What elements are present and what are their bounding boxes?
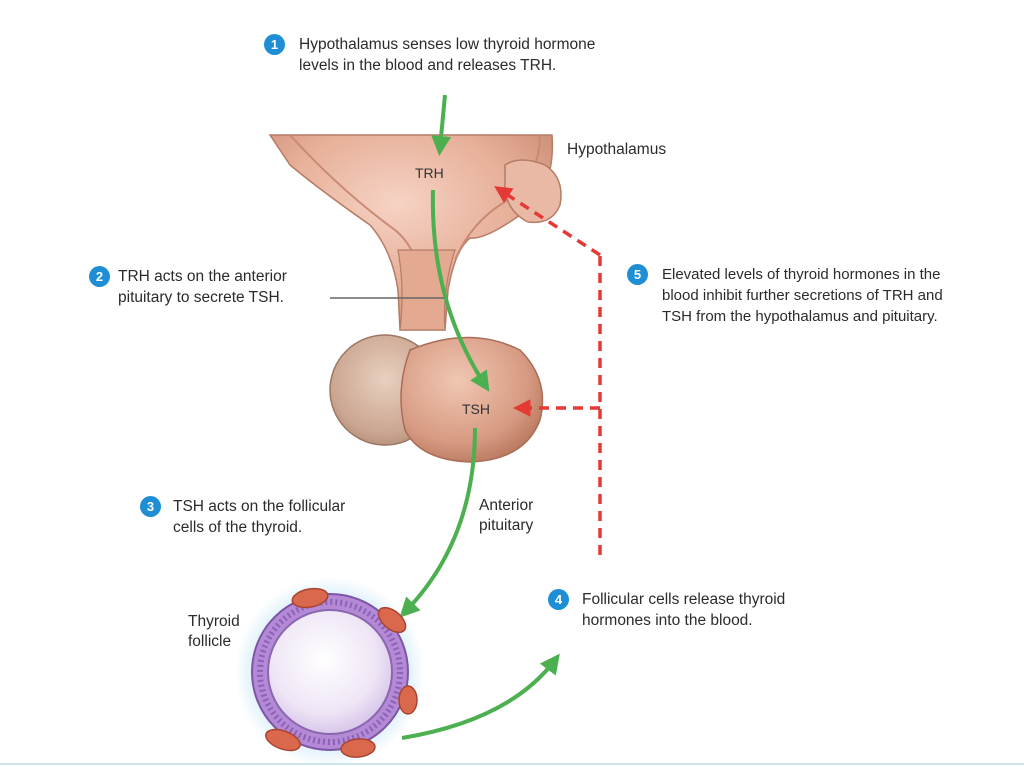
step-4-badge: 4 <box>548 589 569 610</box>
feedback-to-hypothalamus-arrow <box>494 186 601 257</box>
hypothalamus-label: Hypothalamus <box>567 141 667 158</box>
step-3-line1: TSH acts on the follicular <box>173 498 346 515</box>
step-3-badge: 3 <box>140 496 161 517</box>
step-5-text: Elevated levels of thyroid hormones in t… <box>662 264 943 327</box>
trh-input-arrow <box>431 94 452 156</box>
anterior-pituitary-label: Anterior pituitary <box>479 496 533 536</box>
anterior-pituitary <box>400 336 544 463</box>
thyroid-follicle-label-line2: follicle <box>188 633 232 650</box>
anterior-pituitary-label-line2: pituitary <box>479 517 534 534</box>
step-5-badge: 5 <box>627 264 648 285</box>
step-4-text: Follicular cells release thyroid hormone… <box>582 589 785 631</box>
trh-to-tsh-arrow <box>430 189 490 392</box>
step-1-line1: Hypothalamus senses low thyroid hormone <box>299 36 596 53</box>
thyroid-follicle-illustration <box>235 577 425 767</box>
step-2-text: TRH acts on the anterior pituitary to se… <box>118 266 287 308</box>
thyroid-hormone-release-arrow <box>401 653 560 740</box>
trh-label: TRH <box>415 165 444 181</box>
thyroid-follicle-label: Thyroid follicle <box>188 612 240 652</box>
anterior-pituitary-label-line1: Anterior <box>479 497 534 514</box>
thyroid-follicle-label-line1: Thyroid <box>188 613 240 630</box>
step-1-badge: 1 <box>264 34 285 55</box>
tsh-to-thyroid-arrow <box>399 427 477 618</box>
tsh-label: TSH <box>462 401 490 417</box>
step-1-text: Hypothalamus senses low thyroid hormone … <box>299 34 595 76</box>
step-5-line1: Elevated levels of thyroid hormones in t… <box>662 266 941 283</box>
step-2-line1: TRH acts on the anterior <box>118 268 287 285</box>
step-4-line2: hormones into the blood. <box>582 612 753 629</box>
step-4-line1: Follicular cells release thyroid <box>582 591 786 608</box>
step-5-line2: blood inhibit further secretions of TRH … <box>662 287 943 304</box>
step-5-line3: TSH from the hypothalamus and pituitary. <box>662 308 938 325</box>
step-3-text: TSH acts on the follicular cells of the … <box>173 496 345 538</box>
step-2-line2: pituitary to secrete TSH. <box>118 289 284 306</box>
step-2-badge: 2 <box>89 266 110 287</box>
step-1-line2: levels in the blood and releases TRH. <box>299 57 557 74</box>
step-3-line2: cells of the thyroid. <box>173 519 303 536</box>
hypothalamus-tissue <box>268 134 562 331</box>
